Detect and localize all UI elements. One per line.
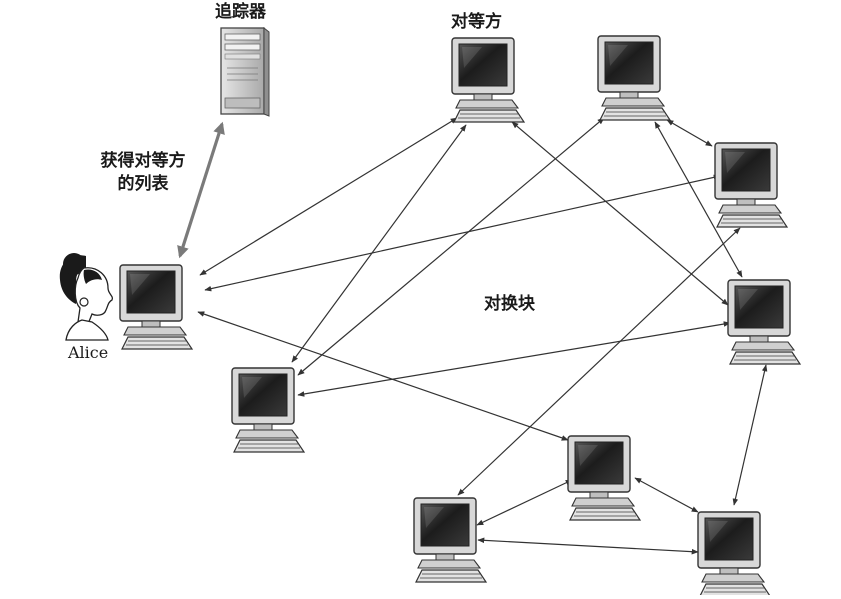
alice-person-icon [59,253,114,341]
alice-label: Alice [68,343,109,362]
desktop-computer-icon [413,497,488,583]
peer-computer-right-mid [714,142,789,228]
peers-label: 对等方 [451,12,502,32]
desktop-computer-icon [451,37,526,123]
desktop-computer-icon [119,264,194,350]
link-peer-top-right-peer-right-mid [666,119,713,147]
get-peer-list-line-2: 的列表 [117,173,169,194]
server-tower-icon [220,26,270,117]
peer-computer-bottom-center [567,435,642,521]
peer-computer-alice [119,264,194,350]
link-peer-bottom-left-peer-bottom-right [477,537,699,555]
exchange-chunks-label: 对换块 [484,294,535,314]
desktop-computer-icon [567,435,642,521]
desktop-computer-icon [727,279,802,365]
link-alice-peer-top [199,117,458,276]
get-peer-list-label: 获得对等方 的列表 [88,150,198,196]
link-peer-left-bottom-peer-right-lower [297,321,731,397]
link-peer-top-peer-left-bottom [291,124,467,363]
get-peer-list-line-1: 获得对等方 [100,151,186,171]
peer-computer-left-bottom [231,367,306,453]
link-peer-top-right-peer-left-bottom [297,117,605,376]
peer-computers [119,35,802,597]
peer-computer-top-right [597,35,672,121]
link-peer-bottom-center-peer-bottom-right [634,477,699,513]
link-alice-tracker [177,121,225,259]
link-peer-right-lower-peer-bottom-right [732,364,768,506]
desktop-computer-icon [231,367,306,453]
desktop-computer-icon [714,142,789,228]
peer-links [197,117,768,555]
peer-computer-bottom-left [413,497,488,583]
peer-computer-top [451,37,526,123]
desktop-computer-icon [597,35,672,121]
peer-computer-bottom-right [697,511,772,597]
tracker-label: 追踪器 [215,2,266,22]
peer-computer-right-lower [727,279,802,365]
link-peer-top-peer-right-lower [511,121,729,306]
link-peer-bottom-left-peer-bottom-center [476,479,573,526]
desktop-computer-icon [697,511,772,597]
